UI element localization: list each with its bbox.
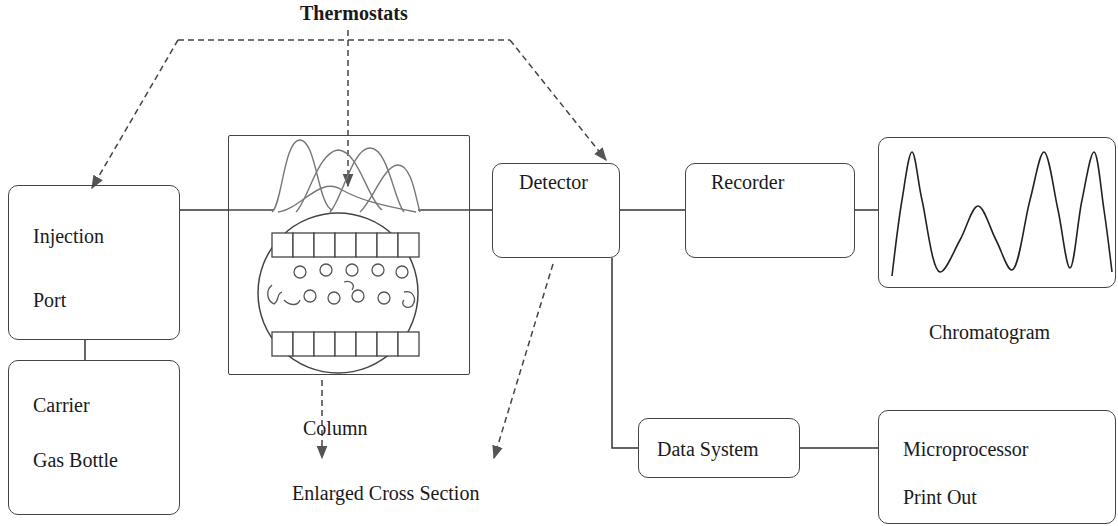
gas-line — [84, 340, 86, 360]
gas-line — [620, 209, 685, 211]
recorder-box: Recorder — [685, 163, 855, 258]
box-label: Data System — [657, 435, 759, 463]
packing-particles — [268, 264, 415, 307]
thermostat-label: Thermostats — [300, 0, 408, 26]
packing-cell — [356, 332, 377, 356]
gas-line — [855, 209, 878, 211]
cross-section-label: Enlarged Cross Section — [292, 480, 479, 506]
column-gas-line — [228, 209, 470, 211]
packing-cell — [314, 332, 335, 356]
packing-cells — [272, 233, 419, 356]
packing-cell — [335, 233, 356, 257]
packing-cell — [377, 332, 398, 356]
packing-cell — [272, 332, 293, 356]
cross-section-circle — [258, 213, 418, 373]
gas-line — [800, 447, 878, 449]
column-box: Column — [228, 135, 470, 375]
packing-cell — [272, 233, 293, 257]
packing-cell — [314, 233, 335, 257]
gas-line — [612, 258, 638, 448]
injection-port-box: Injection Port — [8, 185, 180, 340]
packing-cell — [398, 233, 419, 257]
box-label: Detector — [519, 168, 588, 196]
box-caption: Column — [303, 414, 367, 442]
print-out-box: Microprocessor Print Out — [878, 410, 1116, 524]
detector-box: Detector — [492, 163, 620, 258]
packing-cell — [377, 233, 398, 257]
column-peaks — [272, 140, 420, 212]
gas-line — [180, 209, 228, 211]
packing-cell — [398, 332, 419, 356]
packing-cell — [293, 233, 314, 257]
gas-line — [470, 209, 492, 211]
box-label: Carrier Gas Bottle — [33, 378, 122, 488]
box-label: Injection Port — [33, 204, 123, 332]
chromatogram-trace — [892, 152, 1112, 276]
box-label: Recorder — [711, 168, 784, 196]
packing-cell — [293, 332, 314, 356]
gas-bottle-box: Carrier Gas Bottle — [8, 360, 180, 515]
data-system-box: Data System — [638, 418, 800, 478]
box-label: Microprocessor Print Out — [903, 425, 1038, 521]
packing-cell — [335, 332, 356, 356]
box-caption: Chromatogram — [929, 318, 1050, 346]
chromatogram-trace — [892, 152, 1112, 276]
chromatogram-box: Chromatogram — [878, 137, 1116, 288]
packing-cell — [356, 233, 377, 257]
thermostat-leaders — [92, 30, 606, 188]
